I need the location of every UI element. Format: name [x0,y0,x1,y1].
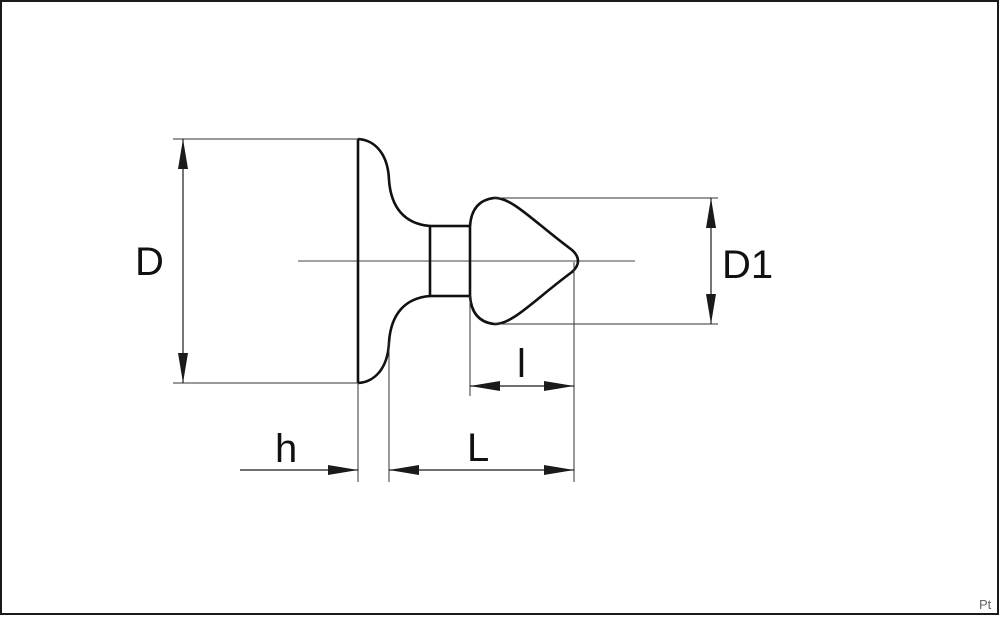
watermark: Pt [979,597,992,612]
label-D1: D1 [722,243,773,287]
conical-tip [468,196,580,326]
neck-fillet [387,179,431,343]
dimension-lines [178,139,716,475]
part-outline [356,137,580,385]
label-l: l [517,342,526,386]
label-D: D [135,240,164,284]
label-h: h [275,427,297,471]
head-flange [356,137,391,385]
extension-lines [173,138,718,482]
label-L: L [467,426,489,470]
shank [428,224,472,298]
